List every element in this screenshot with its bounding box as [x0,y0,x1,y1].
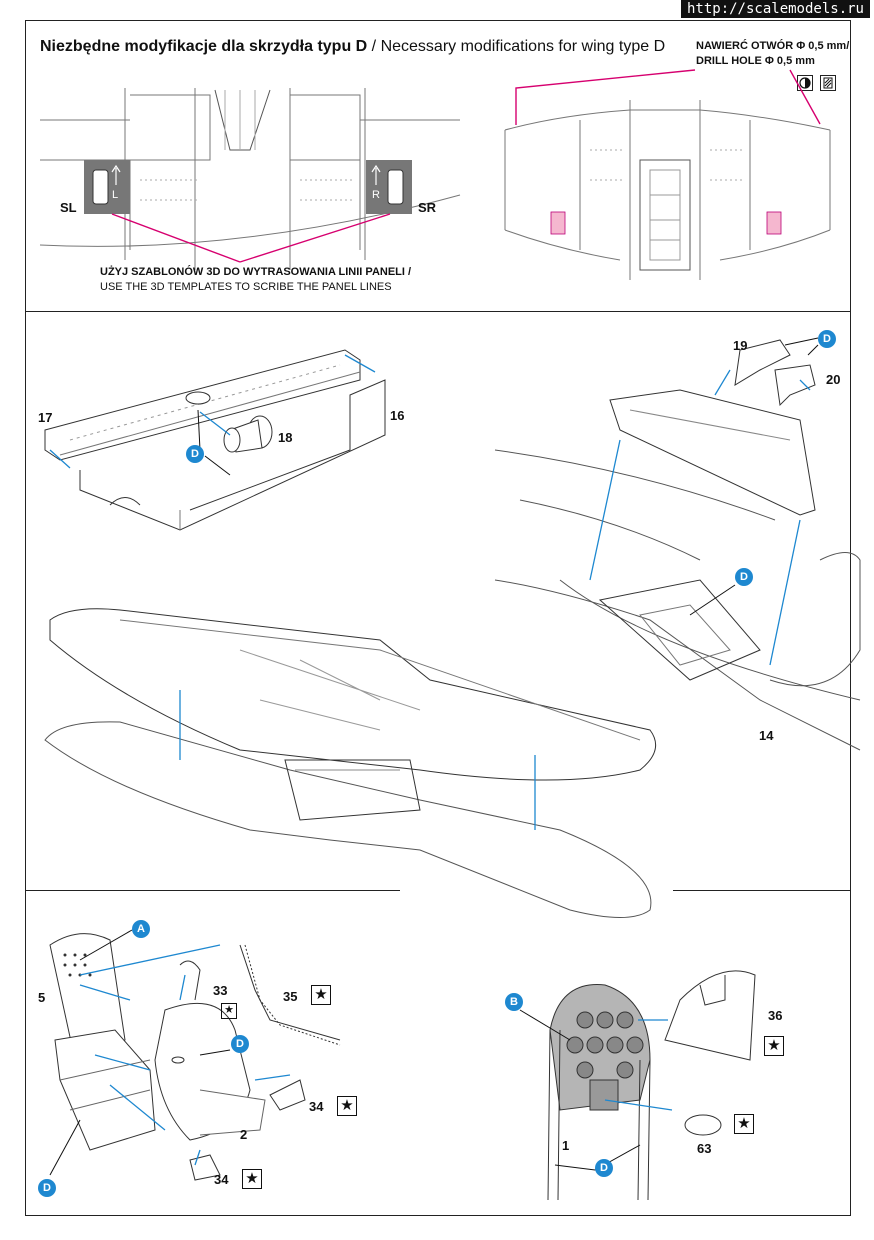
hatched-square-icon [820,75,836,91]
part-number: 18 [278,430,293,445]
part-number: 1 [562,1138,570,1153]
assembly-arrow [49,354,376,469]
part-18-cylinder [223,415,273,453]
part-number: 5 [38,990,46,1005]
part-number: 34 [309,1099,324,1114]
instruction-frame [25,20,851,1216]
part-number: 19 [733,338,748,353]
callout-line [111,213,391,263]
full-wing-drawing [44,608,657,918]
part-number: 36 [768,1008,783,1023]
assembly-arrow [589,369,811,666]
part-number: 63 [697,1141,712,1156]
assembly-arrow [79,944,291,1166]
callout-d: D [38,1179,56,1197]
part-number: 16 [390,408,405,423]
svg-text:L: L [112,189,118,201]
assembly-arrow [604,1019,673,1111]
callout-d: D [231,1035,249,1053]
callout-d: D [818,330,836,348]
part-number: 35 [283,989,298,1004]
star-icon: ★ [242,1169,262,1189]
section-divider [25,890,400,891]
star-icon: ★ [734,1114,754,1134]
page-title: Niezbędne modyfikacje dla skrzydła typu … [40,38,666,55]
right-wing-drawing [504,100,831,280]
star-icon: ★ [221,1003,237,1019]
callout-d: D [735,568,753,586]
callout-d: D [186,445,204,463]
drill-hole-note: NAWIERĆ OTWÓR Φ 0,5 mm/ DRILL HOLE Φ 0,5… [696,40,850,67]
label-sr: SR [418,200,437,215]
drill-callout-line [515,69,821,125]
section-divider [673,890,851,891]
part-number: 33 [213,983,228,998]
svg-text:R: R [372,189,380,201]
callout-d: D [595,1159,613,1177]
watermark-url[interactable]: http://scalemodels.ru [680,0,870,18]
callout-b: B [505,993,523,1011]
callout-a: A [132,920,150,938]
instrument-panel-drawing [547,970,756,1201]
part-number: 20 [826,372,841,387]
cockpit-floor-drawing [494,339,861,751]
seat-assembly-drawing [49,933,341,1181]
assembly-arrow [179,690,536,830]
bay-part-drawing [44,349,386,531]
star-icon: ★ [764,1036,784,1056]
star-icon: ★ [337,1096,357,1116]
part-number: 2 [240,1127,248,1142]
section-divider [25,311,851,312]
star-icon: ★ [311,985,331,1005]
part-number: 17 [38,410,53,425]
part-number: 34 [214,1172,229,1187]
label-sl: SL [60,200,77,215]
part-number: 14 [759,728,774,743]
template-note: UŻYJ SZABLONÓW 3D DO WYTRASOWANIA LINII … [100,266,412,293]
